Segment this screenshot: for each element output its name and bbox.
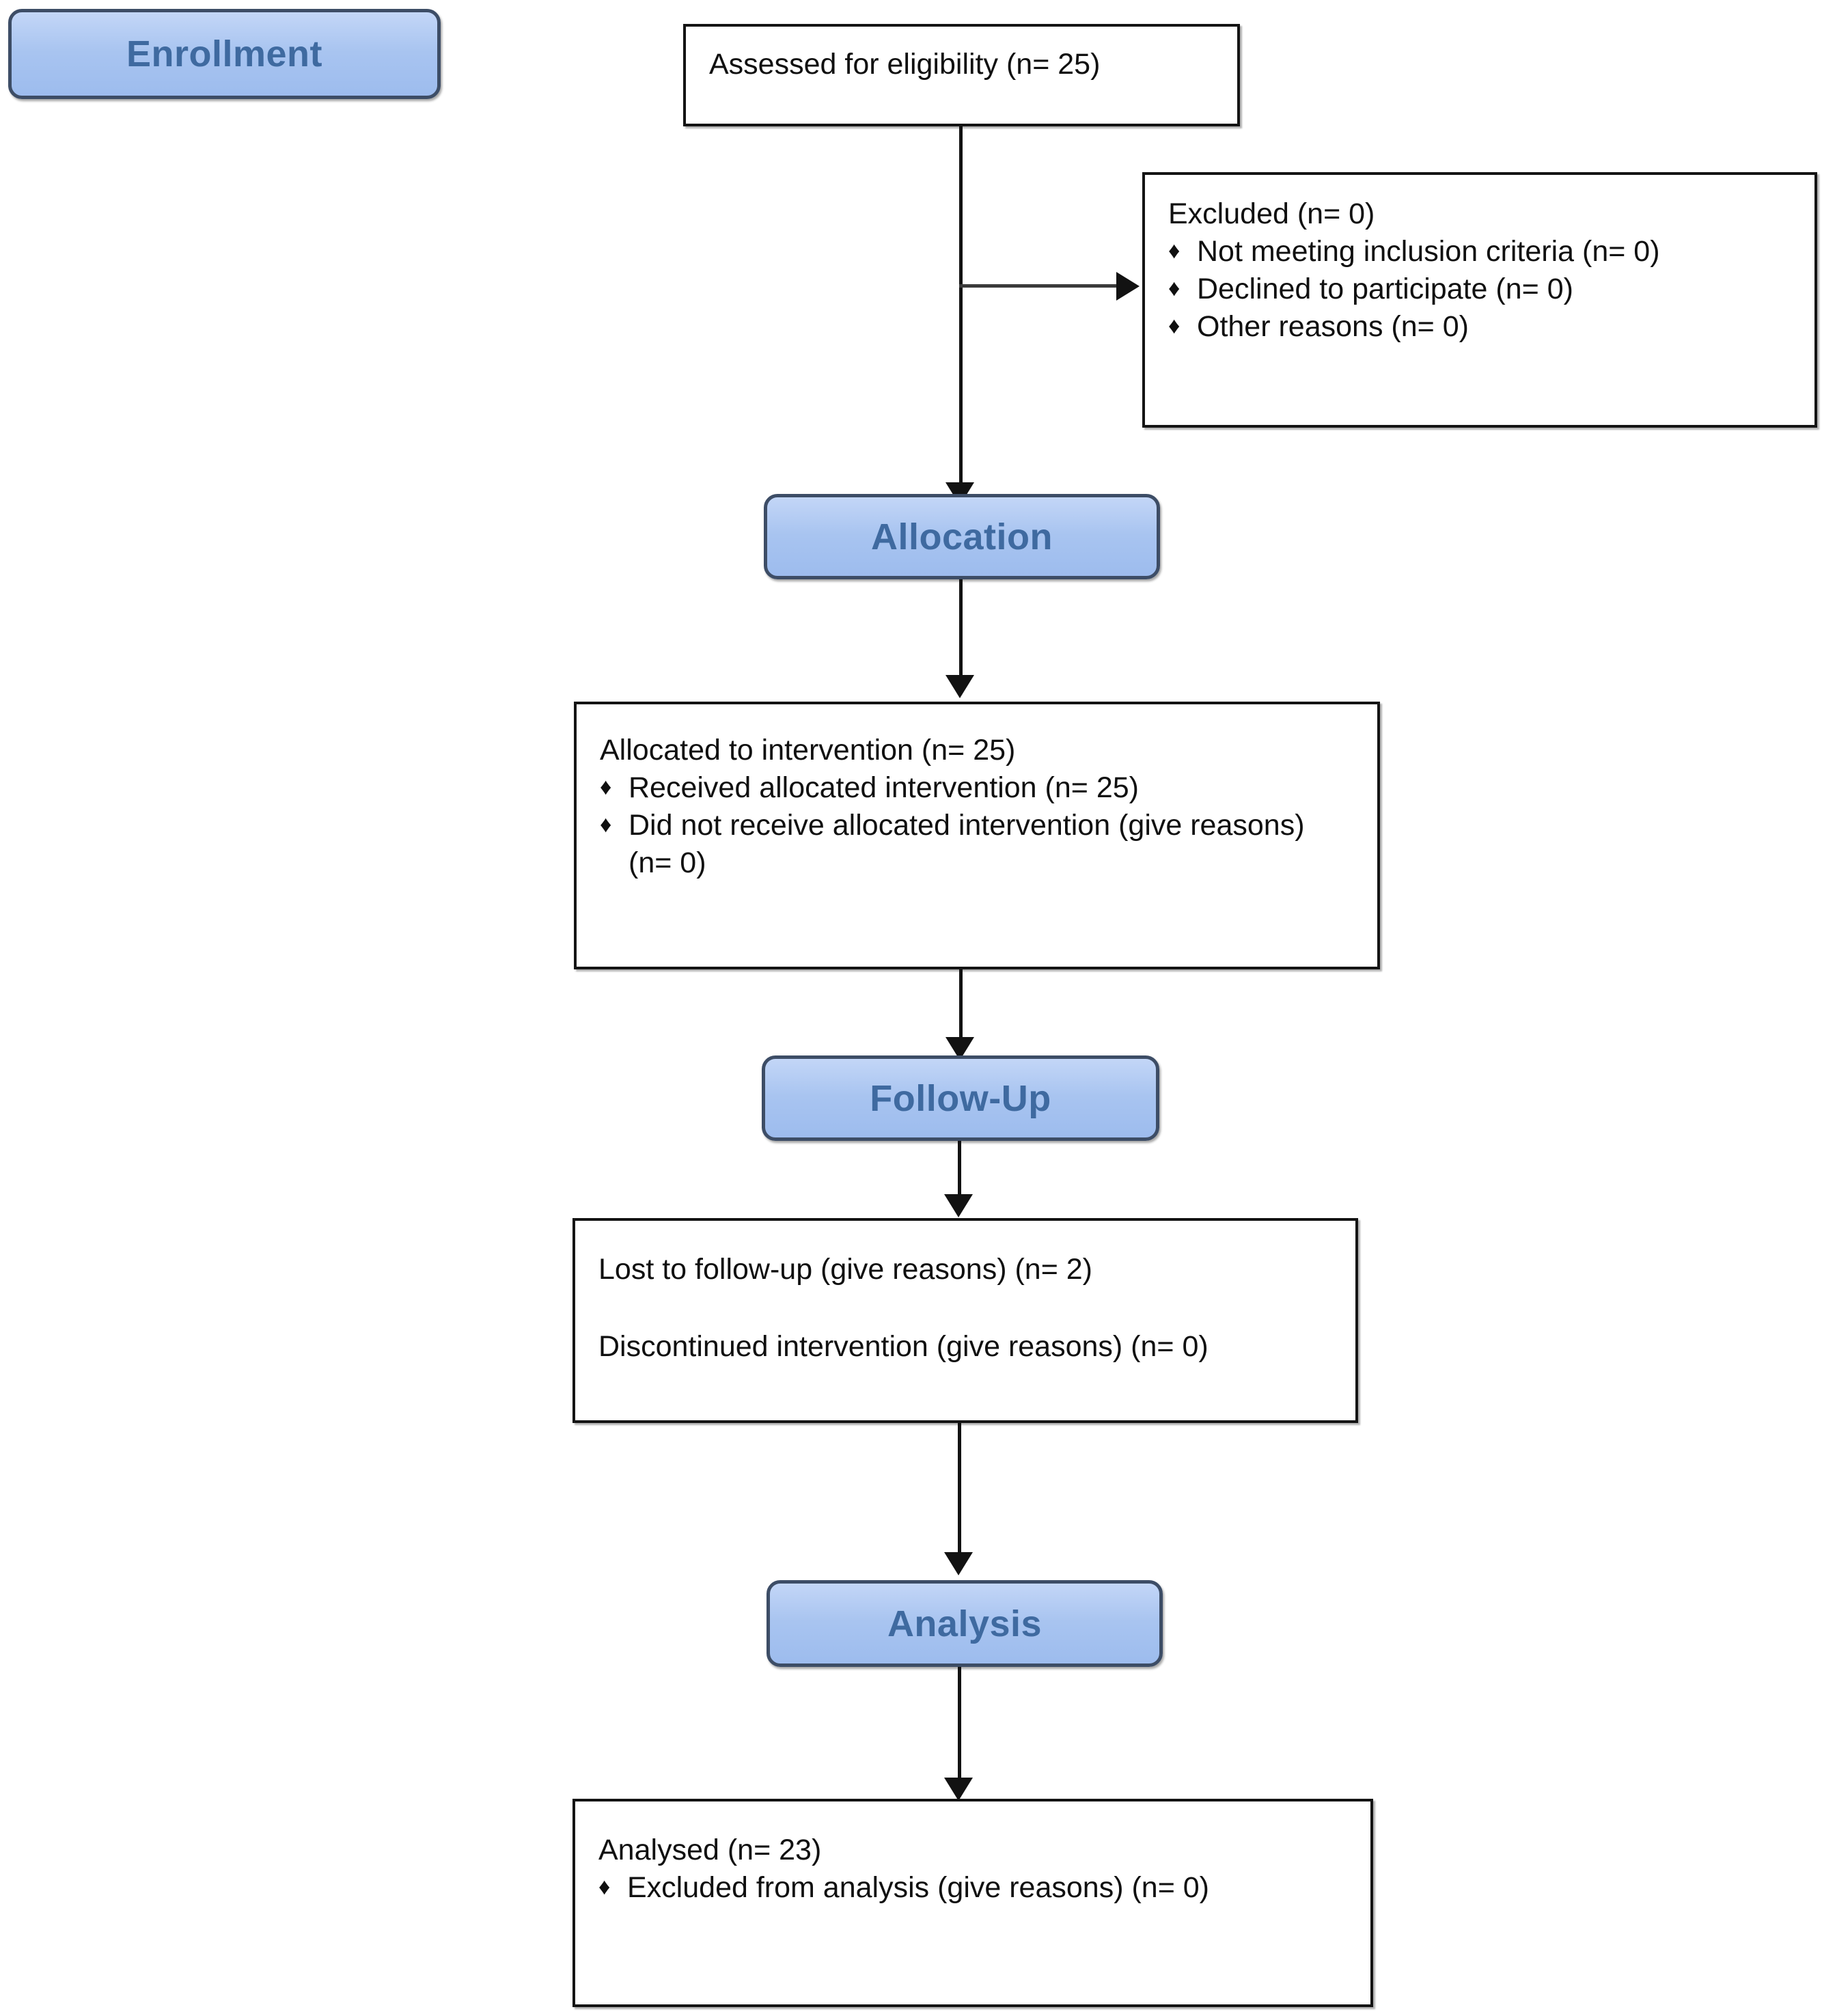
excluded-header: Excluded (n= 0) — [1168, 197, 1375, 230]
diamond-bullet-icon: ♦ — [1168, 238, 1181, 264]
connector-followup-to-lostbox — [958, 1141, 961, 1199]
excluded-bullet-label: Other reasons (n= 0) — [1197, 310, 1469, 344]
excluded-bullet-item: ♦ Other reasons (n= 0) — [1168, 308, 1801, 346]
diamond-bullet-icon: ♦ — [600, 774, 612, 801]
excluded-bullet-label: Declined to participate (n= 0) — [1197, 273, 1573, 306]
diamond-bullet-icon: ♦ — [600, 812, 612, 838]
arrowhead-allocation-to-allocated — [945, 675, 974, 698]
arrowhead-analysis-to-analysed — [944, 1778, 973, 1801]
allocated-bullet-label: Received allocated intervention (n= 25) — [629, 771, 1139, 805]
analysed-bullet-label: Excluded from analysis (give reasons) (n… — [627, 1871, 1210, 1905]
discontinued-intervention-line: Discontinued intervention (give reasons)… — [598, 1330, 1209, 1364]
excluded-bullet-label: Not meeting inclusion criteria (n= 0) — [1197, 235, 1660, 268]
diamond-bullet-icon: ♦ — [1168, 275, 1181, 302]
excluded-bullet-item: ♦ Not meeting inclusion criteria (n= 0) — [1168, 233, 1801, 271]
diamond-bullet-icon: ♦ — [1168, 313, 1181, 340]
stage-label-followup: Follow-Up — [870, 1077, 1051, 1119]
box-analysed: Analysed (n= 23) ♦ Excluded from analysi… — [572, 1799, 1373, 2007]
stage-pill-analysis: Analysis — [767, 1580, 1163, 1667]
arrowhead-branch-to-excluded — [1116, 272, 1140, 301]
line-spacer — [598, 1288, 1342, 1328]
stage-label-enrollment: Enrollment — [126, 33, 323, 74]
allocated-bullet-item: ♦ Did not receive allocated intervention… — [600, 807, 1350, 882]
analysed-header: Analysed (n= 23) — [598, 1834, 822, 1866]
arrowhead-followup-to-lostbox — [944, 1194, 973, 1217]
stage-pill-enrollment: Enrollment — [8, 9, 441, 99]
connector-branch-to-excluded — [959, 284, 1116, 288]
lost-to-followup-line: Lost to follow-up (give reasons) (n= 2) — [598, 1253, 1092, 1286]
allocated-bullet-item: ♦ Received allocated intervention (n= 25… — [600, 769, 1350, 807]
box-followup-losses: Lost to follow-up (give reasons) (n= 2) … — [572, 1218, 1358, 1423]
box-allocated-to-intervention: Allocated to intervention (n= 25) ♦ Rece… — [574, 702, 1380, 969]
arrowhead-followup-to-analysis — [944, 1552, 973, 1575]
analysed-bullet-item: ♦ Excluded from analysis (give reasons) … — [598, 1869, 1357, 1907]
connector-assessed-to-allocation — [959, 126, 963, 488]
allocated-bullet-label: Did not receive allocated intervention (… — [629, 809, 1305, 880]
stage-label-allocation: Allocation — [870, 516, 1053, 557]
box-assessed-for-eligibility: Assessed for eligibility (n= 25) — [683, 24, 1240, 126]
connector-allocation-to-allocated — [959, 579, 963, 680]
connector-followup-to-analysis — [958, 1423, 961, 1560]
connector-allocated-to-followup — [959, 969, 963, 1046]
diamond-bullet-icon: ♦ — [598, 1874, 611, 1901]
connector-analysis-to-analysed — [958, 1667, 961, 1797]
allocated-header: Allocated to intervention (n= 25) — [600, 734, 1016, 767]
stage-label-analysis: Analysis — [887, 1603, 1043, 1644]
box-excluded: Excluded (n= 0) ♦ Not meeting inclusion … — [1142, 172, 1817, 428]
stage-pill-followup: Follow-Up — [762, 1055, 1159, 1141]
stage-pill-allocation: Allocation — [764, 494, 1160, 579]
excluded-bullet-item: ♦ Declined to participate (n= 0) — [1168, 271, 1801, 308]
assessed-header: Assessed for eligibility (n= 25) — [709, 48, 1101, 81]
